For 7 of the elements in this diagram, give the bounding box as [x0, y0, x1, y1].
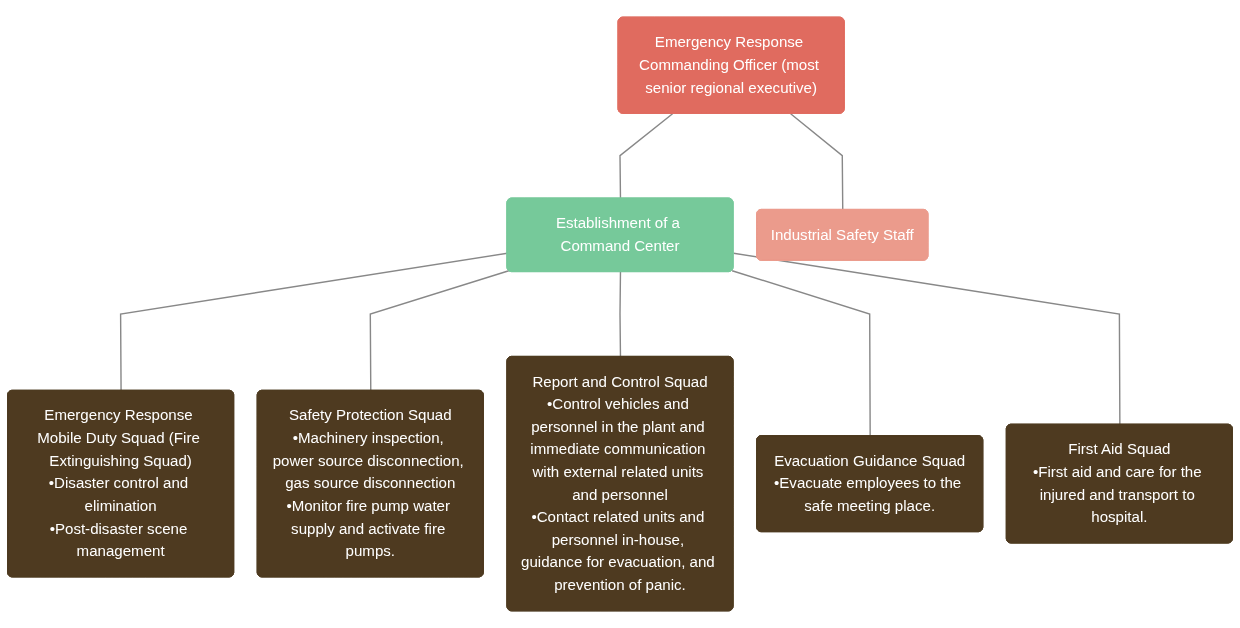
connector: [119, 252, 509, 392]
connector: [619, 113, 674, 200]
connector: [369, 270, 510, 392]
connector: [619, 271, 622, 358]
connector: [789, 113, 844, 211]
connector: [731, 270, 871, 437]
connector: [732, 252, 1121, 426]
